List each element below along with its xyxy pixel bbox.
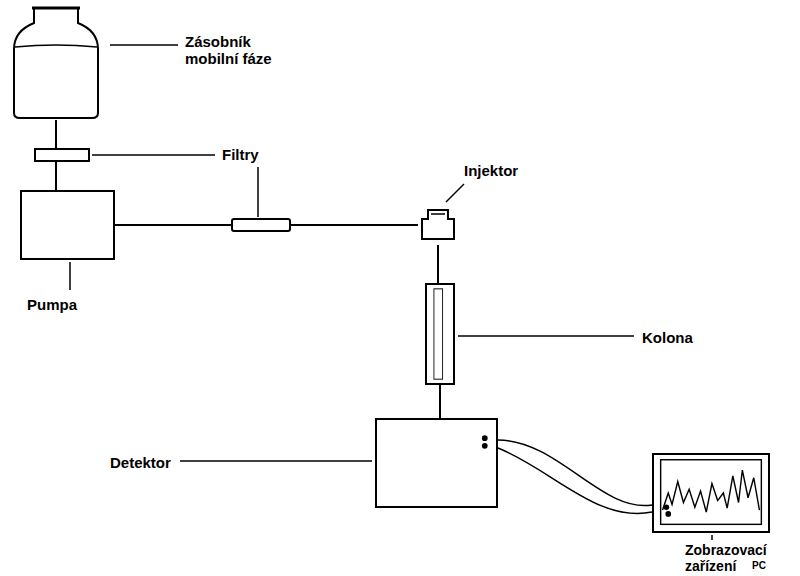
filter-disc xyxy=(35,149,89,161)
part-label: Zobrazovací zařízení xyxy=(685,542,781,574)
injector: Injektor xyxy=(418,205,458,245)
signal-cable xyxy=(498,440,652,513)
part-label: Detektor xyxy=(110,454,171,471)
tubing xyxy=(439,385,441,418)
detector-box: Detektor xyxy=(375,418,498,508)
injector-shape xyxy=(418,205,458,245)
part-label: Filtry xyxy=(222,146,259,163)
detector-box-shape xyxy=(377,420,496,506)
column-shape xyxy=(427,285,453,383)
part-label: Injektor xyxy=(464,162,518,179)
part-label: Zásobník mobilní fáze xyxy=(185,33,297,67)
pump-box: Pumpa xyxy=(20,190,115,260)
leader-lines xyxy=(70,45,712,540)
tubing xyxy=(437,245,439,283)
inline-filter xyxy=(232,219,290,231)
display-monitor: Zobrazovací zařízeníPC xyxy=(652,453,770,533)
display-monitor-shape xyxy=(654,455,768,531)
part-label: PC xyxy=(752,560,766,572)
part-label: Kolona xyxy=(642,329,693,346)
reservoir-bottle-shape xyxy=(12,5,100,120)
column: Kolona xyxy=(425,283,455,385)
reservoir-bottle: Zásobník mobilní fáze xyxy=(12,5,100,120)
pump-box-shape xyxy=(22,192,113,258)
part-label: Pumpa xyxy=(27,296,77,313)
